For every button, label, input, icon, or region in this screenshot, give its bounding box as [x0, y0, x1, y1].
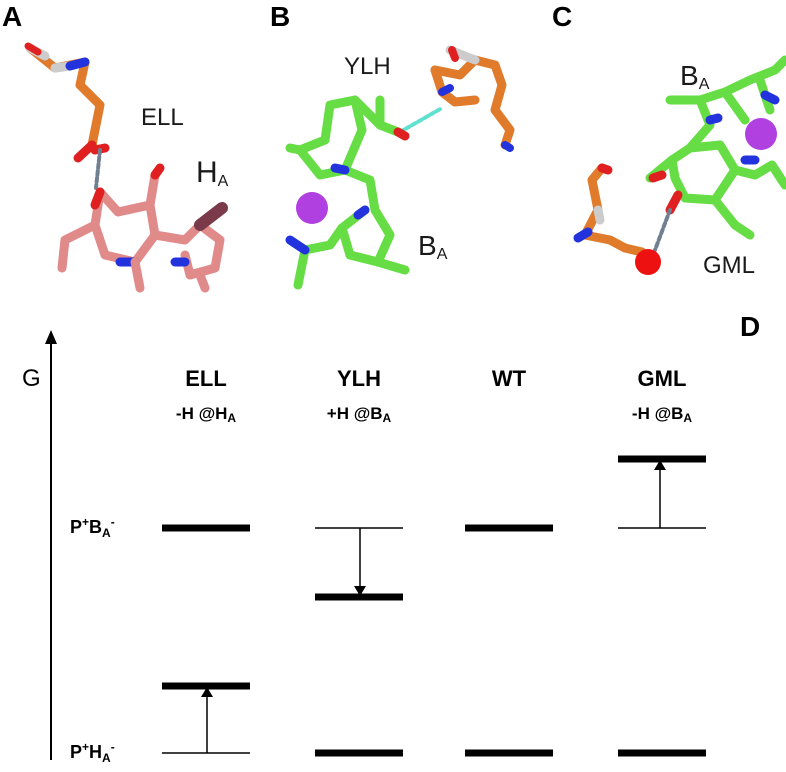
panel-letter-a: A	[2, 1, 23, 32]
panel-c-water	[635, 249, 661, 275]
panel-b-cofactor-sub: A	[436, 246, 448, 263]
column-desc-gml-text: -H @B	[631, 404, 684, 423]
panel-letter-d: D	[740, 311, 761, 342]
panel-a-cofactor-label: HA	[196, 158, 228, 190]
column-title-ell: ELL	[185, 366, 227, 391]
state-label-pha: P+HA-	[70, 740, 115, 765]
state-pba-sup2: -	[110, 515, 115, 529]
column-title-ylh: YLH	[337, 366, 381, 391]
panel-c-cofactor-main: B	[680, 60, 699, 91]
column-title-wt: WT	[491, 366, 527, 391]
panel-b-metal-ion	[296, 192, 328, 224]
state-pba-main: P	[70, 517, 83, 537]
panel-b-molecule	[285, 45, 515, 290]
panel-b-macrocycle	[295, 95, 367, 180]
panel-b-cofactor-main: B	[418, 230, 437, 261]
state-pba-sub: A	[102, 526, 111, 540]
column-desc-ell-sub: A	[227, 411, 237, 425]
column-desc-ell: -H @HA	[146, 404, 266, 425]
panel-b-residue-label: YLH	[344, 53, 391, 80]
panel-c-hbond	[653, 208, 672, 252]
column-desc-gml-sub: A	[683, 411, 693, 425]
energy-axis-label: G	[22, 365, 41, 392]
panel-a-residue-label: ELL	[141, 104, 184, 131]
column-desc-ylh-text: +H @B	[326, 404, 383, 423]
state-pha-sup1: +	[82, 740, 90, 754]
panel-letter-b: B	[270, 1, 291, 32]
panel-a-cofactor-main: H	[196, 156, 218, 189]
panel-c-molecule	[573, 55, 786, 275]
state-pba-mid: B	[89, 517, 103, 537]
panel-b-cofactor-label: BA	[418, 232, 447, 263]
panel-a-cofactor-sub: A	[217, 173, 229, 190]
energy-axis-arrowhead	[45, 330, 57, 344]
panel-letter-c: C	[552, 1, 573, 32]
panel-a-molecule	[24, 42, 228, 293]
column-desc-ylh: +H @BA	[299, 404, 419, 425]
panel-c-residue-label: GML	[703, 252, 756, 279]
column-desc-ell-text: -H @H	[175, 404, 228, 423]
state-pha-sub: A	[102, 751, 111, 765]
panel-c-cofactor-sub: A	[698, 76, 710, 93]
panel-c-macrocycle	[667, 140, 740, 205]
column-desc-ylh-sub: A	[382, 411, 392, 425]
column-desc-gml: -H @BA	[602, 404, 722, 425]
state-pha-mid: H	[89, 742, 103, 762]
state-pba-sup1: +	[82, 515, 90, 529]
panel-a-macrocycle	[90, 187, 160, 267]
state-label-pba: P+BA-	[70, 515, 115, 540]
panel-c-metal-ion	[745, 118, 777, 150]
state-pha-main: P	[70, 742, 83, 762]
panel-c-cofactor-label: BA	[680, 62, 709, 93]
panel-b-hbond	[398, 106, 444, 134]
state-pha-sup2: -	[110, 740, 115, 754]
column-title-gml: GML	[637, 366, 687, 391]
panel-a-hbond	[94, 148, 102, 190]
panel-b-residue-chain	[430, 55, 515, 150]
